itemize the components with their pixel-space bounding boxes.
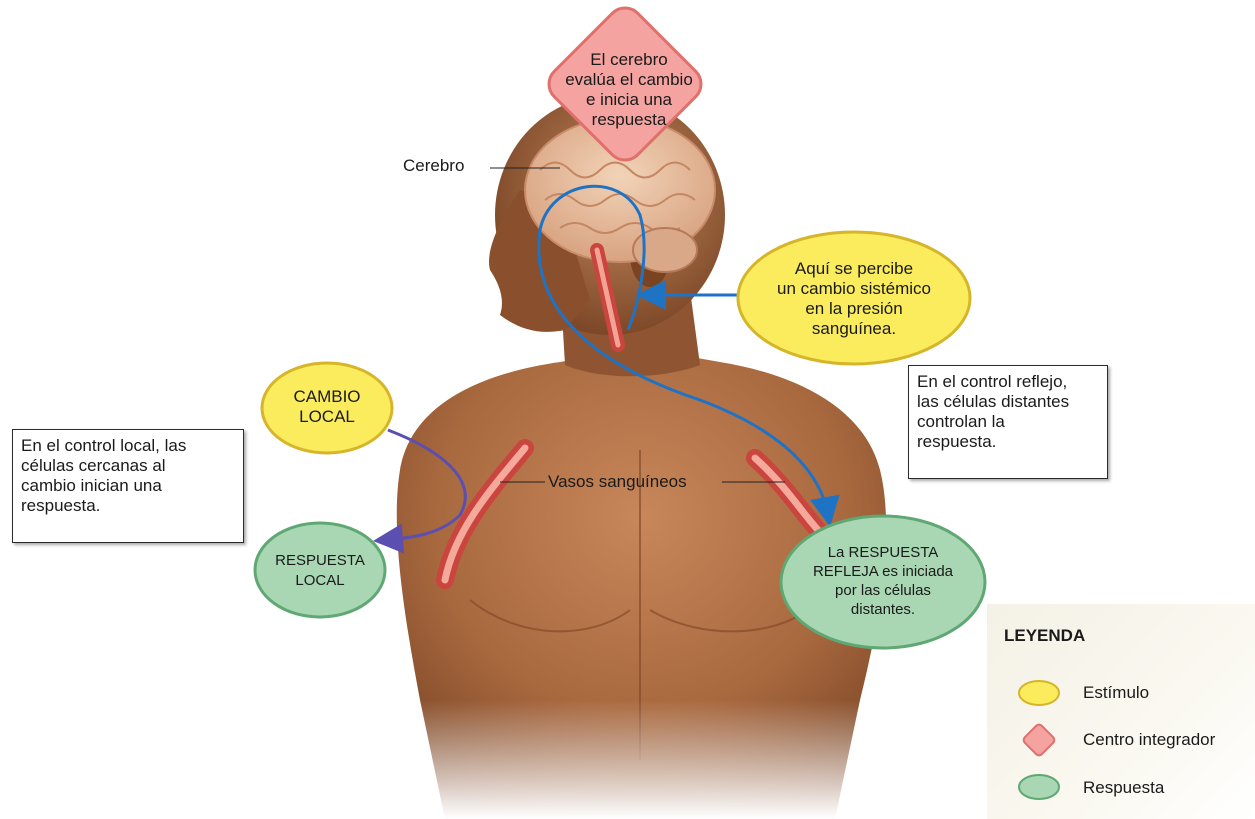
- legend: LEYENDA Estímulo Centro integrador Respu…: [987, 604, 1255, 819]
- response-reflex-line: La RESPUESTA: [788, 543, 978, 562]
- legend-stimulus-swatch: [1017, 678, 1061, 708]
- legend-title: LEYENDA: [1004, 626, 1085, 646]
- legend-label-integrator: Centro integrador: [1083, 730, 1215, 750]
- note-reflex-line: En el control reflejo,: [917, 372, 1099, 392]
- stimulus-systemic-text: Aquí se percibe un cambio sistémico en l…: [744, 259, 964, 339]
- vasos-label: Vasos sanguíneos: [548, 472, 687, 492]
- note-local: En el control local, las células cercana…: [12, 429, 244, 543]
- note-reflex-line: las células distantes: [917, 392, 1099, 412]
- response-local-line: LOCAL: [260, 571, 380, 591]
- legend-label-stimulus: Estímulo: [1083, 683, 1149, 703]
- note-reflex-line: controlan la: [917, 412, 1099, 432]
- response-reflex-line: REFLEJA es iniciada: [788, 562, 978, 581]
- note-local-line: En el control local, las: [21, 436, 235, 456]
- response-reflex-text: La RESPUESTA REFLEJA es iniciada por las…: [788, 543, 978, 619]
- legend-response-swatch: [1017, 772, 1061, 802]
- note-local-line: células cercanas al: [21, 456, 235, 476]
- stimulus-local-line: CAMBIO: [269, 387, 385, 407]
- integrator-line: e inicia una: [544, 90, 714, 110]
- stimulus-systemic-line: Aquí se percibe: [744, 259, 964, 279]
- integrator-line: evalúa el cambio: [544, 70, 714, 90]
- integrator-text: El cerebro evalúa el cambio e inicia una…: [544, 50, 714, 130]
- note-reflex-line: respuesta.: [917, 432, 1099, 452]
- legend-integrator-swatch: [1017, 720, 1061, 760]
- note-local-line: respuesta.: [21, 496, 235, 516]
- response-local-text: RESPUESTA LOCAL: [260, 551, 380, 591]
- note-reflex: En el control reflejo, las células dista…: [908, 365, 1108, 479]
- response-reflex-line: distantes.: [788, 600, 978, 619]
- stimulus-local-text: CAMBIO LOCAL: [269, 387, 385, 427]
- note-local-line: cambio inician una: [21, 476, 235, 496]
- stimulus-local-line: LOCAL: [269, 407, 385, 427]
- response-local-line: RESPUESTA: [260, 551, 380, 571]
- integrator-line: respuesta: [544, 110, 714, 130]
- stimulus-systemic-line: sanguínea.: [744, 319, 964, 339]
- stimulus-systemic-line: un cambio sistémico: [744, 279, 964, 299]
- stimulus-systemic-line: en la presión: [744, 299, 964, 319]
- integrator-line: El cerebro: [544, 50, 714, 70]
- cerebro-label: Cerebro: [403, 156, 464, 176]
- legend-label-response: Respuesta: [1083, 778, 1164, 798]
- response-reflex-line: por las células: [788, 581, 978, 600]
